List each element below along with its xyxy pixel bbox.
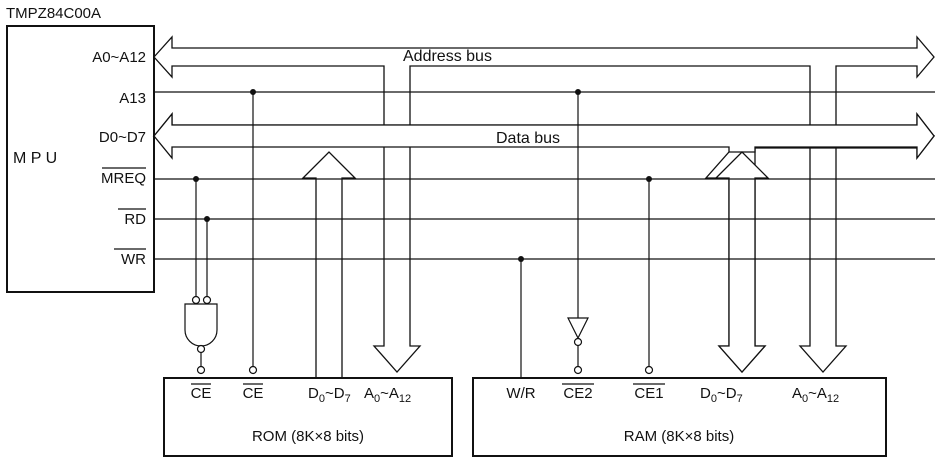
rom-ce-a-label: CE — [191, 385, 212, 402]
ram-ce1-bubble — [644, 365, 654, 375]
rom-ce-b-label: CE — [243, 385, 264, 402]
data-bus-label: Data bus — [496, 130, 560, 147]
ram-data-label: D0~D7 — [700, 385, 743, 405]
ram-data-branch-arrow — [714, 151, 770, 373]
rom-ce-b-bubble — [248, 365, 258, 375]
ram-title: RAM (8K×8 bits) — [624, 428, 734, 445]
ram-box — [472, 377, 887, 457]
nand-gate — [184, 303, 218, 347]
mpu-label: M P U — [13, 150, 57, 167]
rom-title: ROM (8K×8 bits) — [252, 428, 364, 445]
ram-ce2-bubble — [573, 365, 583, 375]
nand-input-bubble-2 — [202, 295, 212, 305]
address-bus-label: Address bus — [403, 48, 492, 65]
rom-data-label: D0~D7 — [308, 385, 351, 405]
mpu-box — [6, 25, 155, 293]
nand-input-bubble-1 — [191, 295, 201, 305]
nand-output-bubble — [196, 344, 206, 354]
rom-ce-a-bubble — [196, 365, 206, 375]
ram-addr-label: A0~A12 — [792, 385, 839, 405]
pin-data-label: D0~D7 — [99, 129, 146, 146]
pin-mreq-label: MREQ — [101, 170, 146, 187]
data-bus-body — [153, 112, 935, 160]
ram-ce2-label: CE2 — [563, 385, 592, 402]
rom-box — [163, 377, 453, 457]
inverter-gate — [567, 317, 589, 340]
ram-ce1-label: CE1 — [634, 385, 663, 402]
pin-a13-label: A13 — [119, 90, 146, 107]
rom-addr-label: A0~A12 — [364, 385, 411, 405]
pin-addr-label: A0~A12 — [92, 49, 146, 66]
address-bus-arrow — [153, 35, 935, 373]
pin-rd-label: RD — [124, 211, 146, 228]
chip-name: TMPZ84C00A — [6, 5, 101, 22]
ram-wr-label: W/R — [506, 385, 535, 402]
rom-data-branch-arrow — [301, 151, 357, 379]
inverter-bubble — [573, 337, 583, 347]
pin-wr-label: WR — [121, 251, 146, 268]
